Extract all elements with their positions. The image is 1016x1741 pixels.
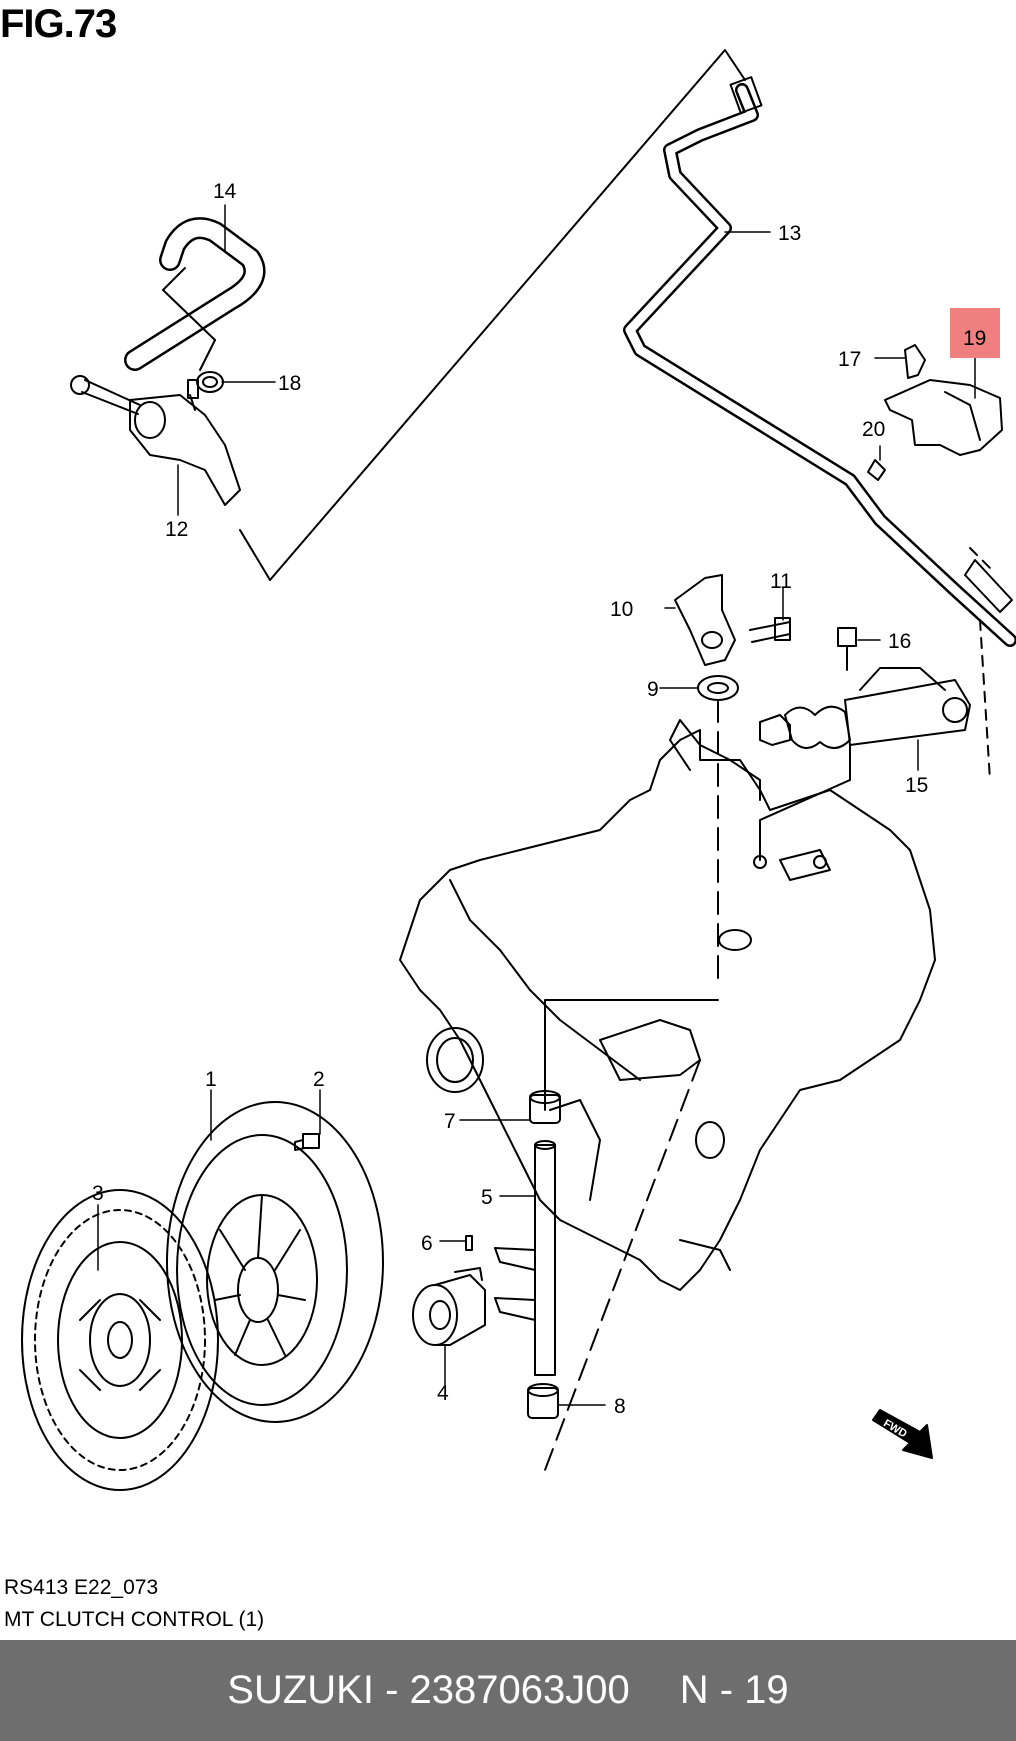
bolt-11-drawing <box>749 617 791 643</box>
clamp-drawing <box>196 371 224 393</box>
callout-18[interactable]: 18 <box>278 372 301 395</box>
callout-1[interactable]: 1 <box>205 1068 217 1091</box>
guide-lines-housing <box>544 779 851 1471</box>
bolt-16-drawing <box>837 627 857 671</box>
guide-line-master-to-pipe <box>239 49 746 581</box>
callout-19[interactable]: 19 <box>963 327 986 350</box>
pin-drawing <box>465 1235 473 1251</box>
callout-14[interactable]: 14 <box>213 180 237 203</box>
callout-16[interactable]: 16 <box>888 630 911 653</box>
callout-20[interactable]: 20 <box>862 418 885 441</box>
callout-17[interactable]: 17 <box>838 348 861 371</box>
master-cylinder-drawing <box>70 375 241 506</box>
callout-4[interactable]: 4 <box>437 1382 449 1405</box>
bracket-assembly-drawing <box>867 344 1003 481</box>
callout-5[interactable]: 5 <box>481 1186 493 1209</box>
callout-15[interactable]: 15 <box>905 774 928 797</box>
parts-diagram: 14 18 12 13 17 19 20 11 10 16 9 15 1 2 7… <box>21 49 1016 1491</box>
washer-drawing <box>697 675 739 986</box>
figure-code: RS413 E22_073 <box>4 1576 159 1599</box>
callout-8[interactable]: 8 <box>614 1395 626 1418</box>
transmission-housing-drawing <box>399 719 936 1291</box>
callout-12[interactable]: 12 <box>165 518 188 541</box>
operating-cylinder-drawing <box>759 667 971 781</box>
callout-6[interactable]: 6 <box>421 1232 433 1255</box>
callout-10[interactable]: 10 <box>610 598 633 621</box>
footer-ref: N - 19 <box>679 1668 789 1712</box>
highlight-box <box>950 308 1000 358</box>
hose-drawing <box>124 217 266 371</box>
callout-11[interactable]: 11 <box>770 570 792 593</box>
fwd-label: FWD <box>881 1417 909 1440</box>
release-bearing-drawing <box>412 1267 486 1346</box>
footer-bar: SUZUKI - 2387063J00 N - 19 <box>0 1640 1016 1741</box>
callout-13[interactable]: 13 <box>778 222 801 245</box>
bushing-upper-drawing <box>529 1090 561 1124</box>
callout-3[interactable]: 3 <box>92 1182 104 1205</box>
release-arm-drawing <box>674 574 736 666</box>
callout-7[interactable]: 7 <box>444 1110 456 1133</box>
callout-2[interactable]: 2 <box>313 1068 325 1091</box>
clutch-disc-drawing <box>21 1189 219 1491</box>
release-shaft-drawing <box>494 1140 556 1376</box>
callout-9[interactable]: 9 <box>647 678 659 701</box>
footer-part-number: SUZUKI - 2387063J00 <box>227 1668 630 1712</box>
fwd-arrow-icon <box>872 1409 933 1459</box>
figure-caption: MT CLUTCH CONTROL (1) <box>4 1608 265 1631</box>
clutch-cover-drawing <box>166 1101 384 1423</box>
bushing-lower-drawing <box>527 1383 559 1419</box>
clutch-pipe-drawing <box>623 76 1016 781</box>
figure-title: FIG.73 <box>0 2 117 46</box>
callout-leaders <box>97 204 976 1406</box>
